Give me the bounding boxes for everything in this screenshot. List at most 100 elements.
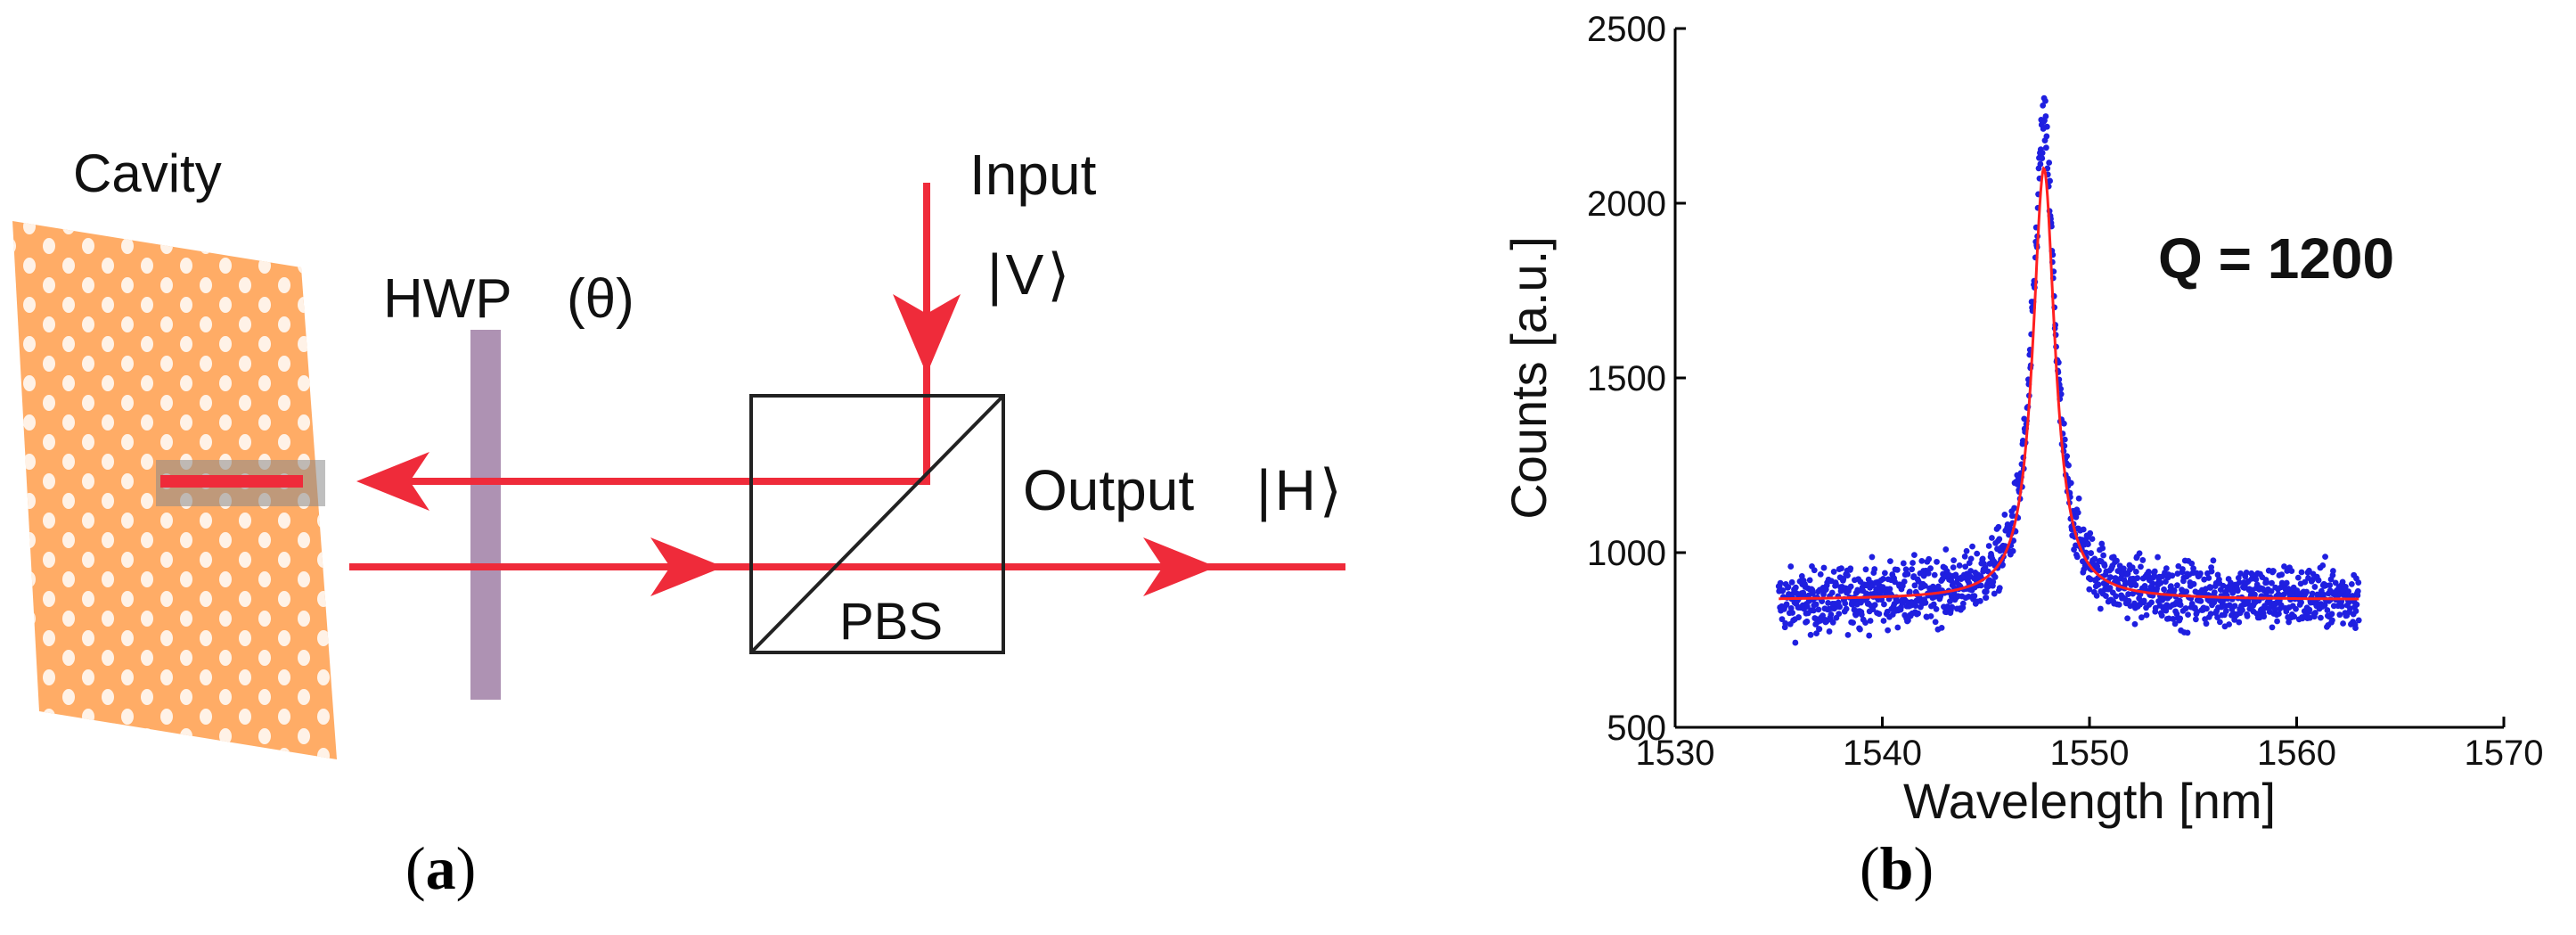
data-point — [2243, 569, 2250, 576]
data-point — [1927, 612, 1934, 619]
data-point — [2336, 611, 2343, 619]
data-point — [2136, 550, 2143, 557]
data-point — [1787, 563, 1795, 570]
caption-a: (a) — [405, 834, 477, 902]
q-factor-annotation: Q = 1200 — [2158, 226, 2394, 291]
data-point — [2081, 562, 2089, 569]
data-point — [1792, 584, 1799, 591]
data-point — [1977, 597, 1983, 604]
data-point — [2183, 588, 2190, 595]
data-point — [2086, 586, 2093, 593]
data-point — [2170, 616, 2177, 622]
data-point — [1906, 588, 1913, 595]
data-point — [2278, 602, 2285, 609]
data-point — [2080, 526, 2087, 533]
input-state-ket: |V⟩ — [987, 242, 1069, 307]
output-state-ket: |H⟩ — [1256, 458, 1342, 522]
data-point — [1880, 576, 1886, 582]
data-point — [2190, 565, 2196, 572]
arrow-right-icon — [1143, 537, 1216, 596]
data-point — [1977, 582, 1984, 589]
data-point — [2009, 547, 2016, 554]
data-point — [2271, 606, 2278, 612]
data-point — [1983, 588, 1990, 595]
data-point — [2095, 581, 2102, 588]
data-point — [2281, 563, 2287, 570]
data-point — [2269, 579, 2275, 586]
data-point — [1930, 601, 1937, 608]
data-point — [1926, 555, 1933, 562]
data-point — [2328, 611, 2335, 618]
data-point — [1937, 593, 1944, 600]
data-point — [2236, 619, 2243, 626]
data-point — [1819, 598, 1826, 605]
data-point — [2315, 577, 2322, 584]
data-point — [2075, 495, 2082, 502]
data-point — [1829, 619, 1836, 626]
data-point — [2234, 587, 2241, 595]
data-point — [2192, 616, 2199, 623]
data-point — [2231, 603, 2238, 610]
data-point — [2252, 591, 2258, 598]
data-point — [1893, 598, 1901, 605]
data-point — [2261, 613, 2268, 620]
data-point — [1820, 564, 1828, 571]
data-point — [2171, 620, 2179, 627]
data-point — [2338, 603, 2345, 610]
data-point — [1806, 577, 1813, 584]
x-axis-label: Wavelength [nm] — [1903, 773, 2276, 829]
data-point — [2268, 587, 2275, 595]
data-point — [2190, 580, 2197, 587]
data-point — [2197, 570, 2204, 577]
data-point — [1979, 555, 1986, 562]
data-point — [1905, 617, 1911, 624]
x-tick-label: 1530 — [1636, 734, 1715, 773]
data-point — [1985, 543, 1992, 549]
data-point — [1857, 626, 1863, 633]
data-point — [2205, 575, 2212, 581]
data-point — [1838, 565, 1844, 572]
x-tick-label: 1540 — [1843, 734, 1922, 773]
data-point — [2102, 593, 2109, 600]
data-point — [1910, 560, 1916, 566]
data-point — [2139, 557, 2147, 563]
data-point — [1836, 611, 1843, 618]
data-point — [2065, 462, 2072, 469]
data-point — [1867, 618, 1874, 624]
data-point — [1785, 584, 1792, 590]
data-point — [2145, 569, 2152, 575]
data-point — [2182, 605, 2189, 611]
data-point — [1901, 578, 1908, 585]
data-point — [2155, 554, 2161, 561]
hwp-label: HWP — [383, 268, 512, 330]
data-point — [2174, 582, 2180, 589]
data-point — [2302, 578, 2309, 586]
fit-line-layer — [1779, 166, 2359, 601]
data-point — [1904, 570, 1911, 578]
data-point — [1830, 569, 1837, 575]
data-point — [1938, 624, 1945, 631]
data-point — [2298, 599, 2304, 606]
data-point — [2074, 509, 2081, 516]
data-point — [1893, 566, 1901, 573]
data-point — [1996, 585, 2003, 592]
data-point — [2340, 620, 2346, 627]
data-point — [2138, 563, 2144, 570]
data-point — [2151, 568, 2158, 575]
data-points — [1775, 94, 2362, 646]
data-point — [2329, 568, 2336, 574]
data-point — [1967, 555, 1975, 562]
data-point — [2306, 567, 2312, 574]
x-tick-label: 1550 — [2050, 734, 2130, 773]
data-point — [2057, 390, 2065, 398]
data-point — [1927, 565, 1934, 572]
data-point — [2309, 590, 2316, 597]
data-point — [2088, 550, 2095, 556]
data-point — [2067, 480, 2074, 487]
data-point — [2114, 557, 2120, 564]
data-point — [2294, 589, 2302, 596]
data-point — [2138, 614, 2145, 621]
data-point — [2342, 583, 2349, 590]
arrow-left-icon — [356, 452, 429, 511]
data-point — [2306, 614, 2313, 621]
